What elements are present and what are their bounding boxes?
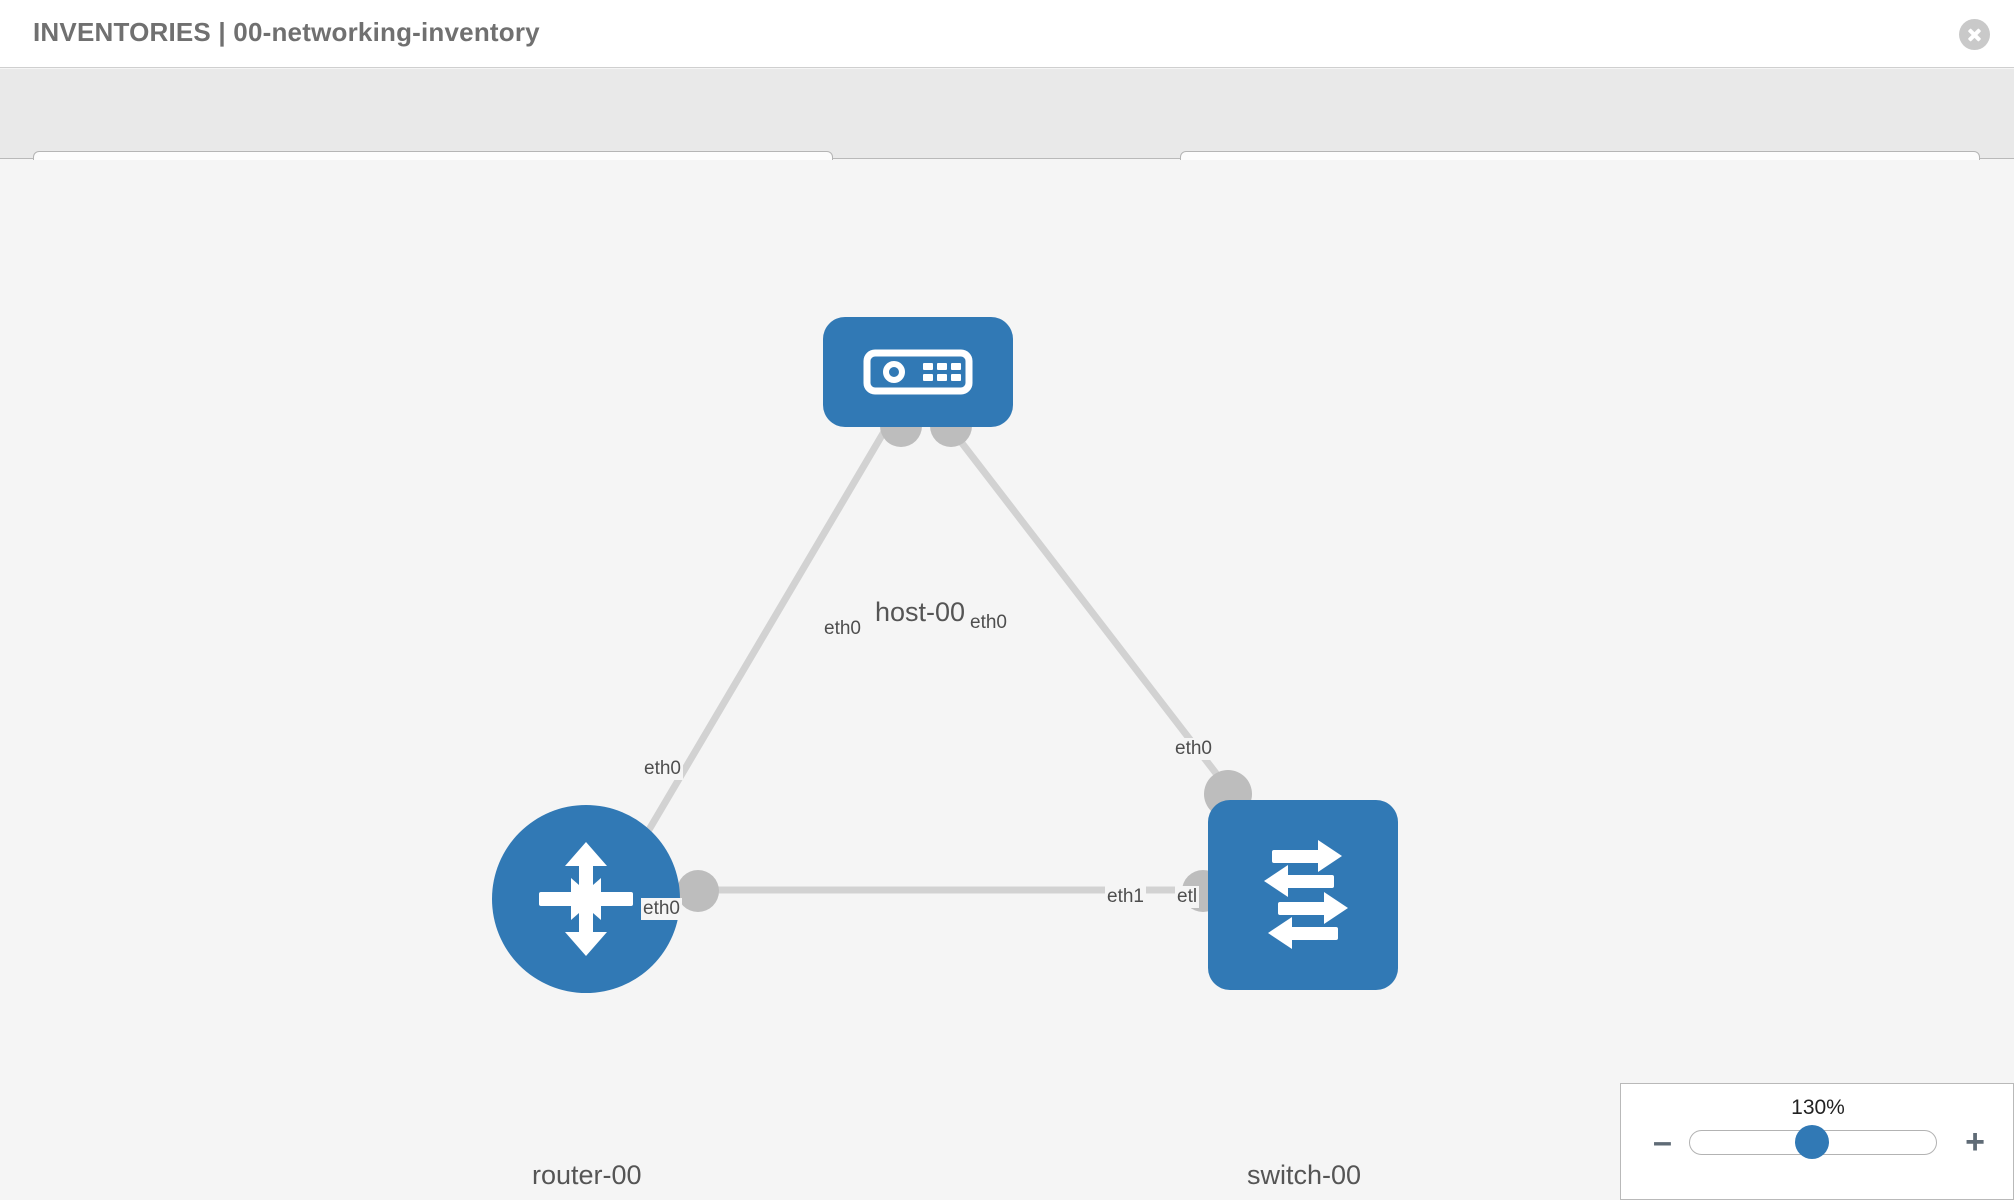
socket-router-right [677,870,719,912]
node-label-router-00: router-00 [529,1160,645,1191]
node-host-00[interactable] [823,317,1013,427]
iface-label-switch-up: eth0 [1173,738,1214,760]
node-label-host-00: host-00 [872,597,969,628]
iface-label-host-left: eth0 [822,618,863,640]
page-header: INVENTORIES | 00-networking-inventory [0,0,2014,68]
zoom-out-button[interactable]: – [1653,1123,1672,1161]
node-label-switch-00: switch-00 [1244,1160,1365,1191]
iface-label-host-right: eth0 [968,612,1009,634]
toolbar: ACTIONS SEARCH [0,69,2014,202]
iface-label-router-up: eth0 [642,758,683,780]
router-arrows-icon [539,842,633,956]
server-icon [863,349,973,395]
switch-arrows-icon [1264,840,1348,949]
zoom-in-button[interactable]: + [1965,1123,1985,1161]
topology-canvas[interactable]: host-00 eth0 eth0 [0,160,2014,1200]
node-switch-00[interactable] [1208,800,1398,990]
zoom-level-value: 130% [1791,1096,1845,1119]
page-title: INVENTORIES | 00-networking-inventory [33,17,540,47]
topology-links [636,421,1229,894]
zoom-slider-thumb[interactable] [1795,1125,1829,1159]
close-icon[interactable] [1959,19,1990,50]
iface-label-router-right: eth0 [641,898,682,920]
zoom-control-panel: 130% – + [1620,1083,2014,1200]
link-host-switch [944,421,1229,789]
iface-label-switch-left-a: etl [1175,886,1200,908]
iface-label-switch-left-b: eth1 [1105,886,1146,908]
